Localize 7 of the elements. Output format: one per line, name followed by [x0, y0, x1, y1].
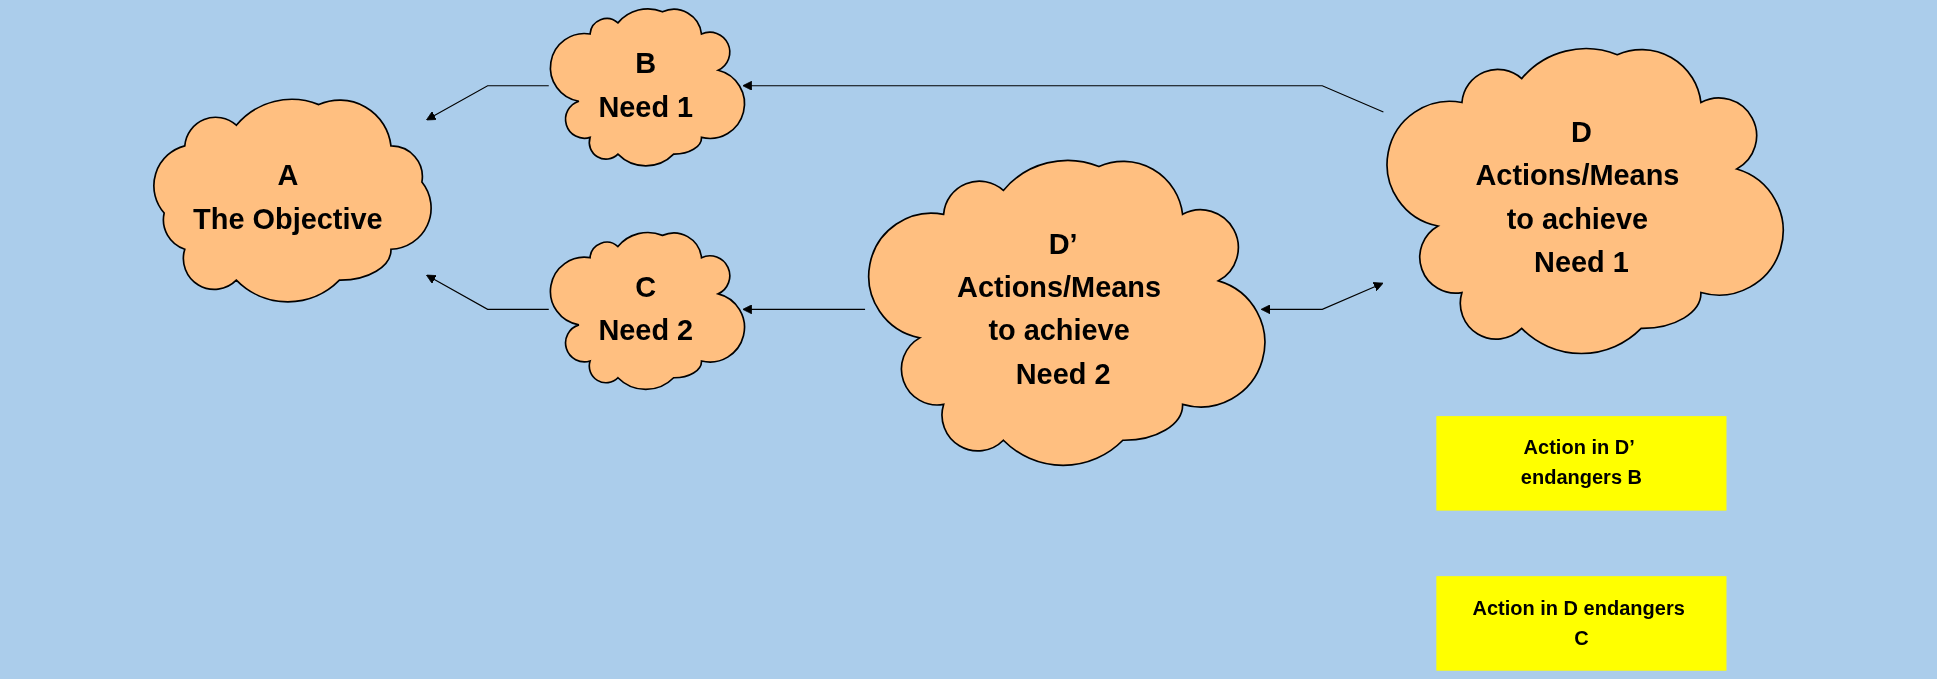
arrow: [742, 80, 1384, 113]
node-box: Action in D’ endangers B: [1436, 416, 1727, 511]
arrow: [742, 304, 866, 315]
arrow: [1260, 282, 1384, 315]
arrow: [426, 85, 550, 121]
arrow: [426, 274, 550, 310]
node-box: Action in D endangers C: [1436, 576, 1727, 671]
